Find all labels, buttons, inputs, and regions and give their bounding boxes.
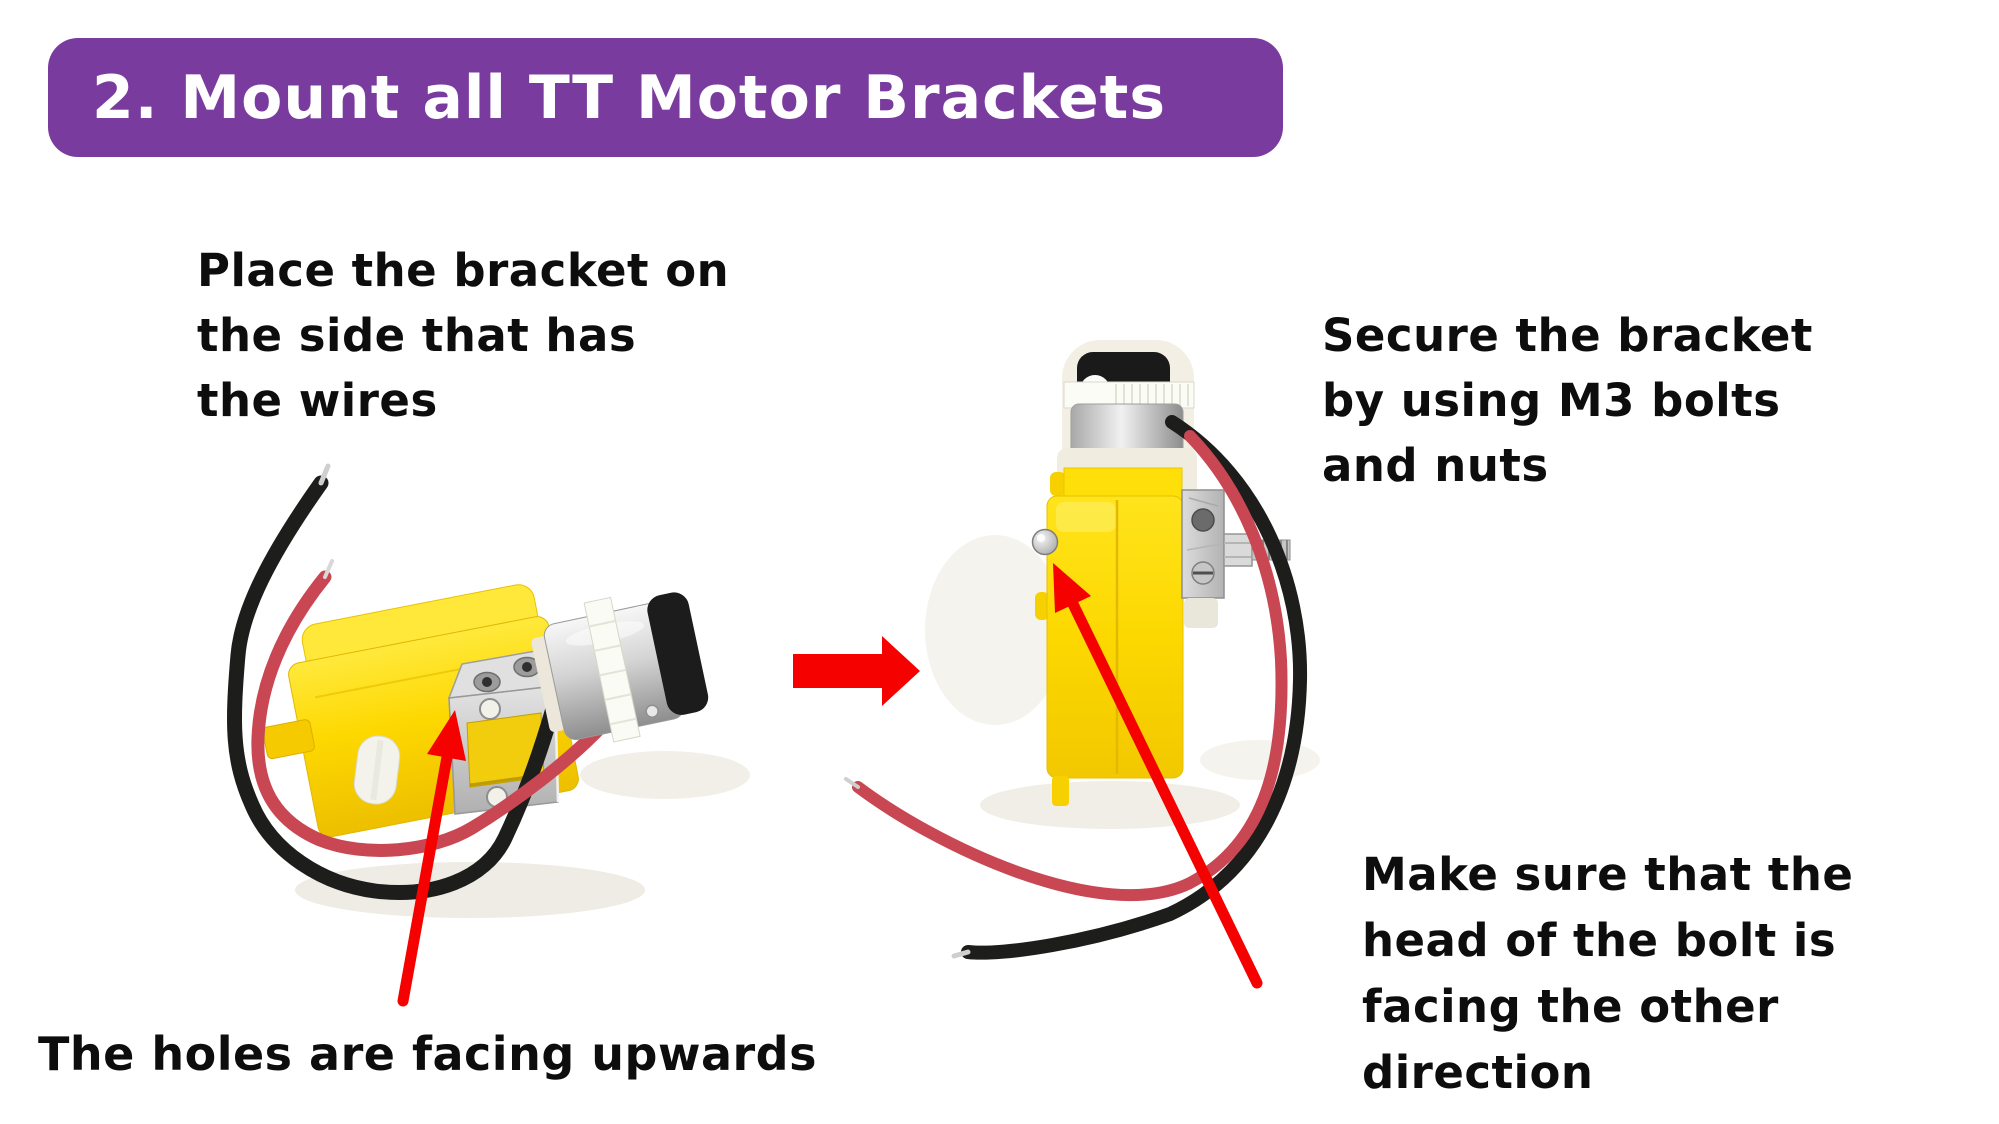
cable-tie (583, 596, 641, 743)
note-line: the wires (197, 374, 438, 427)
bracket-top-plate (447, 644, 572, 699)
note-line: Make sure that the (1362, 848, 1854, 901)
motor-can (1070, 403, 1184, 483)
m3-nut (1223, 533, 1253, 567)
note-line: Secure the bracket (1322, 309, 1813, 362)
threaded-hole (513, 656, 541, 678)
photo-shadow (1200, 740, 1320, 780)
mounting-bracket (447, 644, 572, 815)
photo-motor-left (227, 463, 750, 918)
m3-bolt-head (1031, 528, 1059, 556)
threaded-hole (473, 671, 501, 693)
red-wire-tip (844, 777, 860, 789)
note-secure-bracket: Secure the bracket by using M3 bolts and… (1322, 303, 1813, 498)
pointer-arrow-right-icon (1053, 563, 1263, 989)
mounting-ear (262, 719, 315, 760)
step-title: 2. Mount all TT Motor Brackets (92, 62, 1167, 133)
bracket-hole (486, 786, 508, 808)
note-place-bracket: Place the bracket on the side that has t… (197, 238, 729, 433)
motor-end-cap (1077, 352, 1170, 410)
note-line: The holes are facing upwards (38, 1027, 817, 1081)
bracket-hole (479, 698, 501, 720)
black-wire (961, 415, 1308, 960)
photo-shadow (925, 535, 1065, 725)
red-wire-tip (323, 559, 334, 579)
note-line: the side that has (197, 309, 637, 362)
black-wire (227, 475, 602, 900)
bracket-front-face (448, 685, 559, 815)
photo-shadow (980, 781, 1240, 829)
note-line: and nuts (1322, 439, 1549, 492)
note-bolt-direction: Make sure that the head of the bolt is f… (1362, 842, 1853, 1106)
gearbox-collar (1057, 448, 1197, 506)
side-nub (1050, 472, 1066, 496)
note-line: direction (1362, 1046, 1594, 1099)
bracket-hole (1191, 508, 1215, 532)
note-line: facing the other (1362, 980, 1779, 1033)
gearbox-hump (301, 584, 543, 696)
cable-tie-head (1080, 375, 1110, 405)
note-line: Place the bracket on (197, 244, 730, 297)
note-line: head of the bolt is (1362, 914, 1837, 967)
motor-can (531, 592, 709, 743)
note-line: by using M3 bolts (1322, 374, 1781, 427)
red-wire (251, 570, 635, 857)
output-shaft (353, 735, 401, 805)
photo-shadow (295, 862, 645, 918)
cable-tie (1063, 381, 1195, 409)
black-wire-tip (951, 949, 971, 959)
m3-bolt-thread (1251, 539, 1291, 561)
side-nub (1035, 592, 1049, 620)
block-arrow-right-icon (793, 636, 920, 706)
motor-housing (1062, 340, 1194, 490)
body-step-line (315, 652, 544, 699)
red-wire (852, 430, 1288, 902)
bracket-screw (1191, 561, 1215, 585)
gearbox-body (262, 584, 579, 838)
pointer-arrow-left-icon (397, 710, 466, 1007)
case-screw (362, 787, 373, 798)
mounting-bracket (1181, 489, 1291, 628)
bracket-window (466, 712, 545, 788)
gearbox-body (1035, 467, 1184, 806)
black-wire-tip (318, 463, 331, 486)
step-title-banner: 2. Mount all TT Motor Brackets (48, 38, 1283, 157)
motor-end-cap (647, 592, 709, 715)
note-holes-facing: The holes are facing upwards (38, 1022, 817, 1087)
photo-shadow (580, 751, 750, 799)
mounting-post (1052, 776, 1069, 806)
can-screw (645, 704, 659, 719)
